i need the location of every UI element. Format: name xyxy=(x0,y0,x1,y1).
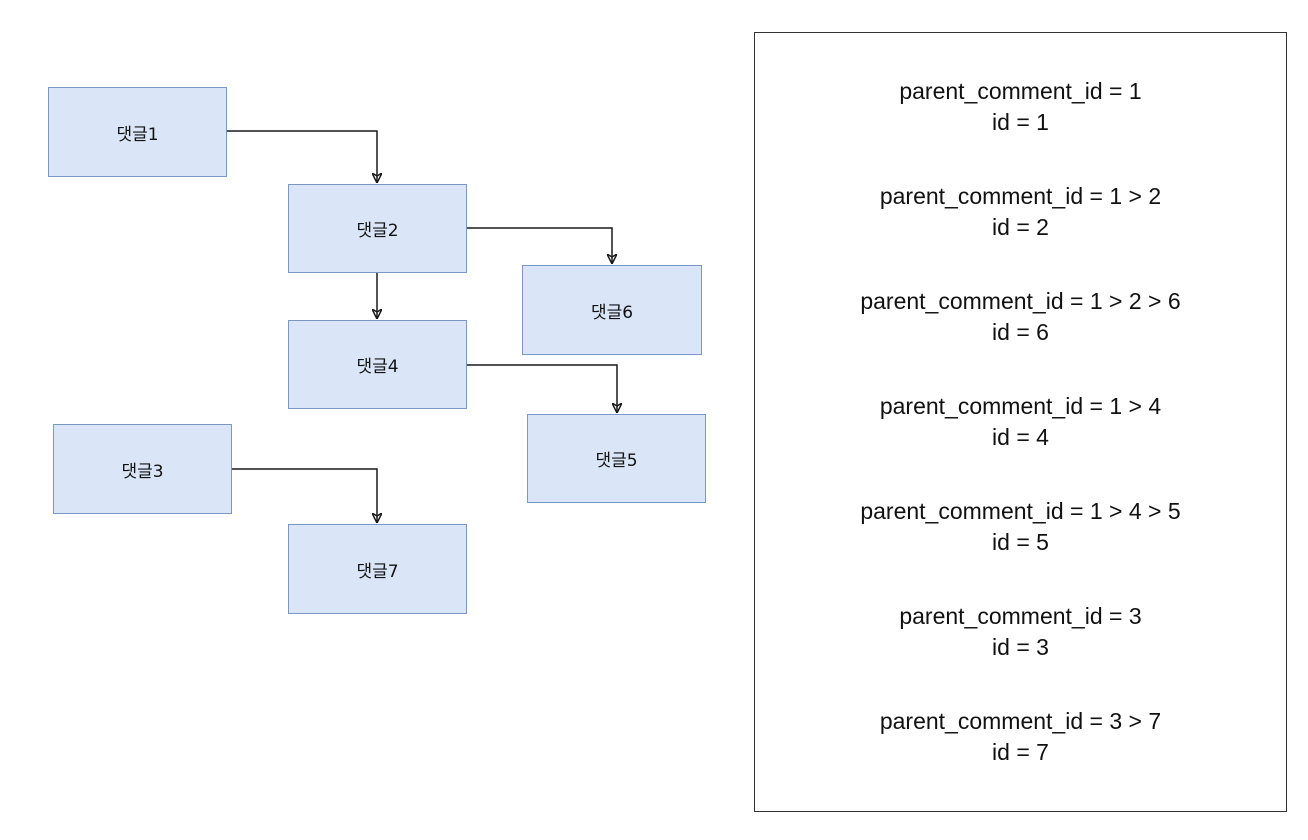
path-entry: parent_comment_id = 1 > 2 id = 2 xyxy=(880,181,1161,243)
path-entry: parent_comment_id = 3 > 7 id = 7 xyxy=(880,706,1161,768)
comment-node-7: 댓글7 xyxy=(288,524,467,614)
path-entry-path: parent_comment_id = 1 > 4 > 5 xyxy=(860,498,1181,524)
comment-node-1: 댓글1 xyxy=(48,87,227,177)
edge-3-to-7 xyxy=(232,468,377,522)
path-entry-path: parent_comment_id = 1 > 2 > 6 xyxy=(860,288,1181,314)
path-entry: parent_comment_id = 1 id = 1 xyxy=(899,76,1141,138)
path-entry: parent_comment_id = 1 > 4 id = 4 xyxy=(880,391,1161,453)
path-entry-id: id = 7 xyxy=(992,739,1049,765)
path-entry-path: parent_comment_id = 1 xyxy=(899,78,1142,104)
edge-2-to-6 xyxy=(467,227,612,263)
path-entry-path: parent_comment_id = 3 xyxy=(899,603,1142,629)
edge-1-to-2 xyxy=(227,130,377,182)
edge-4-to-5 xyxy=(467,364,617,412)
path-entry-id: id = 5 xyxy=(992,529,1049,555)
path-entry-id: id = 3 xyxy=(992,634,1049,660)
path-entry-path: parent_comment_id = 1 > 4 xyxy=(879,393,1162,419)
path-entry-id: id = 6 xyxy=(992,319,1049,345)
path-entry: parent_comment_id = 1 > 2 > 6 id = 6 xyxy=(860,286,1180,348)
path-entry-id: id = 1 xyxy=(992,109,1049,135)
path-table-panel: parent_comment_id = 1 id = 1 parent_comm… xyxy=(754,32,1287,812)
comment-node-5: 댓글5 xyxy=(527,414,706,503)
path-entry: parent_comment_id = 3 id = 3 xyxy=(899,601,1141,663)
comment-node-4: 댓글4 xyxy=(288,320,467,409)
edge-layer xyxy=(227,130,760,840)
path-entry-id: id = 4 xyxy=(992,424,1049,450)
comment-node-6: 댓글6 xyxy=(522,265,702,355)
path-entry-path: parent_comment_id = 3 > 7 xyxy=(879,708,1162,734)
comment-node-2: 댓글2 xyxy=(288,184,467,273)
comment-node-3: 댓글3 xyxy=(53,424,232,514)
path-entry: parent_comment_id = 1 > 4 > 5 id = 5 xyxy=(860,496,1180,558)
path-entry-path: parent_comment_id = 1 > 2 xyxy=(879,183,1162,209)
path-entry-id: id = 2 xyxy=(992,214,1049,240)
